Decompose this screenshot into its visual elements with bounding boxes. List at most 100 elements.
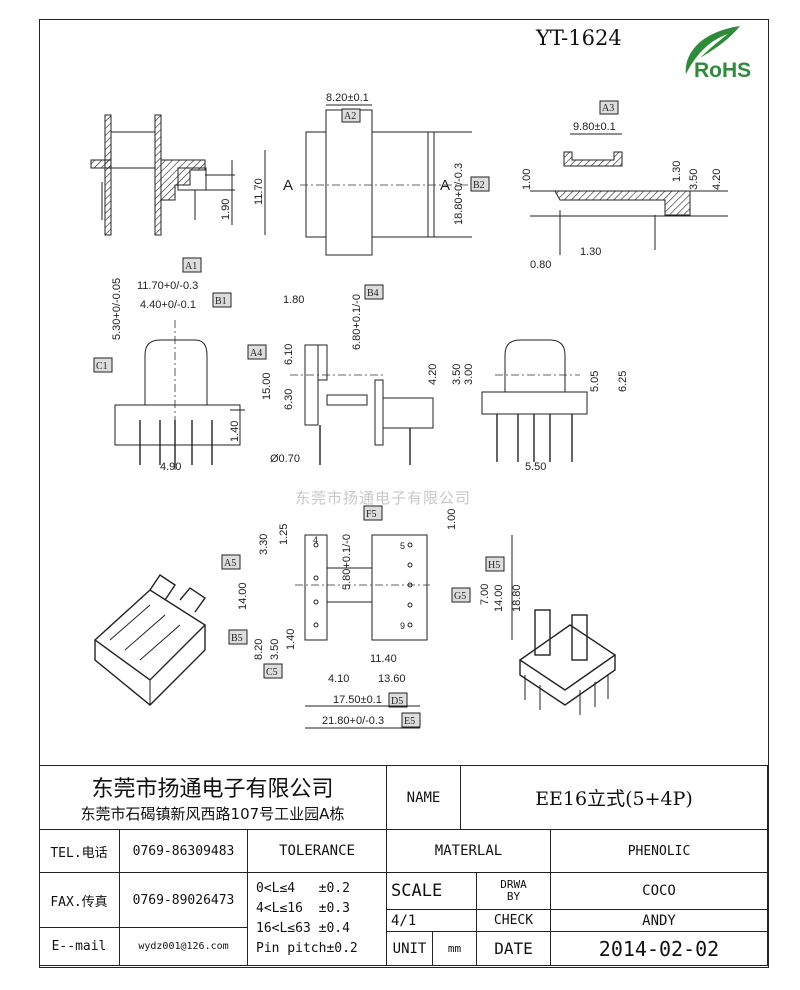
side-view: 1.80 6.80+0.1/-0 B4 A4 15.00 6.10 6.30 4… (247, 284, 439, 465)
tag-label: C5 (266, 667, 278, 678)
part-number: YT-1624 (536, 26, 622, 50)
svg-text:RoHS: RoHS (694, 59, 751, 80)
dim-label: 3.50 (688, 169, 700, 190)
bottom-view: 4 5 9 3.30 1.25 5.80+0.1/-0 F5 1.00 A5 1… (221, 505, 523, 729)
company-address: 东莞市石碣镇新风西路107号工业园A栋 (80, 805, 345, 823)
dim-label: 6.30 (283, 389, 295, 410)
tag-label: E5 (404, 716, 415, 727)
tag-label: C1 (96, 361, 108, 372)
dim-label: 1.00 (521, 169, 533, 190)
dim-label: 14.00 (237, 582, 249, 610)
material-value: PHENOLIC (551, 830, 768, 873)
dim-label: 4.40+0/-0.1 (140, 299, 196, 311)
tag-label: A2 (344, 111, 356, 122)
front-view: A1 11.70+0/-0.3 4.40+0/-0.1 B1 5.30+0/-0… (93, 257, 245, 473)
pins (139, 420, 213, 465)
isometric-view-right (518, 609, 617, 715)
dim-label: 3.50 (269, 639, 281, 660)
section-marker: A (283, 177, 293, 194)
dim-label: Ø0.70 (270, 453, 300, 465)
tel-label: TEL.电话 (39, 830, 120, 873)
dim-label: 13.60 (378, 673, 406, 685)
tag-label: A5 (224, 558, 236, 569)
isometric-view-left (93, 574, 207, 706)
dim-label: 6.80+0.1/-0 (351, 294, 363, 350)
dim-label: 11.70 (253, 178, 265, 205)
dim-label: 11.40 (370, 653, 397, 665)
title-block: 东莞市扬通电子有限公司 东莞市石碣镇新风西路107号工业园A栋 NAME EE1… (39, 765, 768, 966)
tolerance-line: 4<L≤16 ±0.3 (256, 901, 350, 916)
dim-label: 5.50 (525, 461, 546, 473)
date-value: 2014-02-02 (551, 932, 768, 966)
side-section-view: 1.90 (90, 114, 235, 236)
pin-number: 9 (400, 621, 405, 631)
rohs-logo: RoHS (685, 26, 751, 80)
tolerance-line: Pin pitch±0.2 (256, 941, 358, 956)
drawn-by-label: DRWA BY (477, 873, 551, 910)
unit-label: UNIT (387, 932, 433, 966)
dim-label: 1.00 (446, 509, 458, 530)
check-value: ANDY (551, 910, 768, 932)
tag-label: A1 (185, 261, 197, 272)
dim-label: 6.10 (283, 344, 295, 365)
name-label: NAME (387, 766, 461, 830)
dim-label: 4.20 (711, 169, 723, 190)
pin-number: 4 (313, 535, 318, 545)
back-view: 3.50 3.00 5.05 6.25 5.50 (451, 339, 629, 473)
dim-label: 4.20 (427, 364, 439, 385)
email-label: E--mail (39, 928, 120, 966)
tag-label: D5 (391, 696, 403, 707)
tag-label: B2 (473, 180, 485, 191)
dim-label: 7.00 (479, 584, 491, 605)
top-view: 8.20±0.1 A2 11.70 A A 18.80+0/-0.3 B2 (253, 92, 490, 256)
dim-label: 18.80+0/-0.3 (453, 163, 465, 225)
dim-label: 18.80 (511, 584, 523, 612)
dim-label: 15.00 (261, 372, 273, 400)
dim-label: 1.40 (229, 421, 241, 442)
sheet-border (39, 19, 769, 968)
tag-label: B4 (367, 288, 379, 299)
tel-value: 0769-86309483 (120, 830, 248, 873)
dim-label: 3.00 (463, 364, 475, 385)
dim-label: 1.80 (283, 294, 304, 306)
dim-label: 5.30+0/-0.05 (111, 278, 123, 340)
tag-label: B1 (215, 296, 227, 307)
scale-value: 4/1 (387, 910, 477, 932)
dim-label: 1.90 (220, 199, 232, 220)
tolerance-line: 0<L≤4 ±0.2 (256, 881, 350, 896)
dim-label: 1.30 (580, 246, 601, 258)
dim-label: 4.10 (328, 673, 349, 685)
dim-label: 1.25 (278, 524, 290, 545)
dim-label: 8.20 (253, 639, 265, 660)
dim-label: 1.30 (671, 161, 683, 182)
dim-label: 11.70+0/-0.3 (137, 280, 198, 292)
section-marker: A (440, 177, 450, 194)
tag-label: A3 (602, 103, 614, 114)
company-cell: 东莞市扬通电子有限公司 东莞市石碣镇新风西路107号工业园A栋 (39, 766, 387, 830)
material-label: MATERLAL (387, 830, 551, 873)
date-label: DATE (477, 932, 551, 966)
tag-label: F5 (366, 509, 377, 520)
dim-label: 8.20±0.1 (326, 92, 369, 104)
watermark: 东莞市扬通电子有限公司 (295, 489, 472, 507)
name-value: EE16立式(5+4P) (461, 766, 768, 830)
dim-label: 4.90 (160, 461, 181, 473)
dim-label: 0.80 (530, 259, 551, 271)
tolerance-values: 0<L≤4 ±0.2 4<L≤16 ±0.3 16<L≤63 ±0.4 Pin … (248, 873, 387, 966)
tolerance-line: 16<L≤63 ±0.4 (256, 921, 350, 936)
dim-label: 3.30 (258, 534, 270, 555)
dim-label: 9.80±0.1 (573, 121, 616, 133)
email-value: wydz001@126.com (120, 928, 248, 966)
scale-label: SCALE (387, 873, 477, 910)
tag-label: B5 (231, 633, 243, 644)
pin-number: 5 (400, 541, 405, 551)
check-label: CHECK (477, 910, 551, 932)
tag-label: H5 (488, 560, 500, 571)
dim-label: 5.05 (589, 371, 601, 392)
drawn-by-value: COCO (551, 873, 768, 910)
dim-label: 3.50 (451, 364, 463, 385)
dim-label: 21.80+0/-0.3 (322, 715, 384, 727)
tag-label: A4 (250, 348, 262, 359)
